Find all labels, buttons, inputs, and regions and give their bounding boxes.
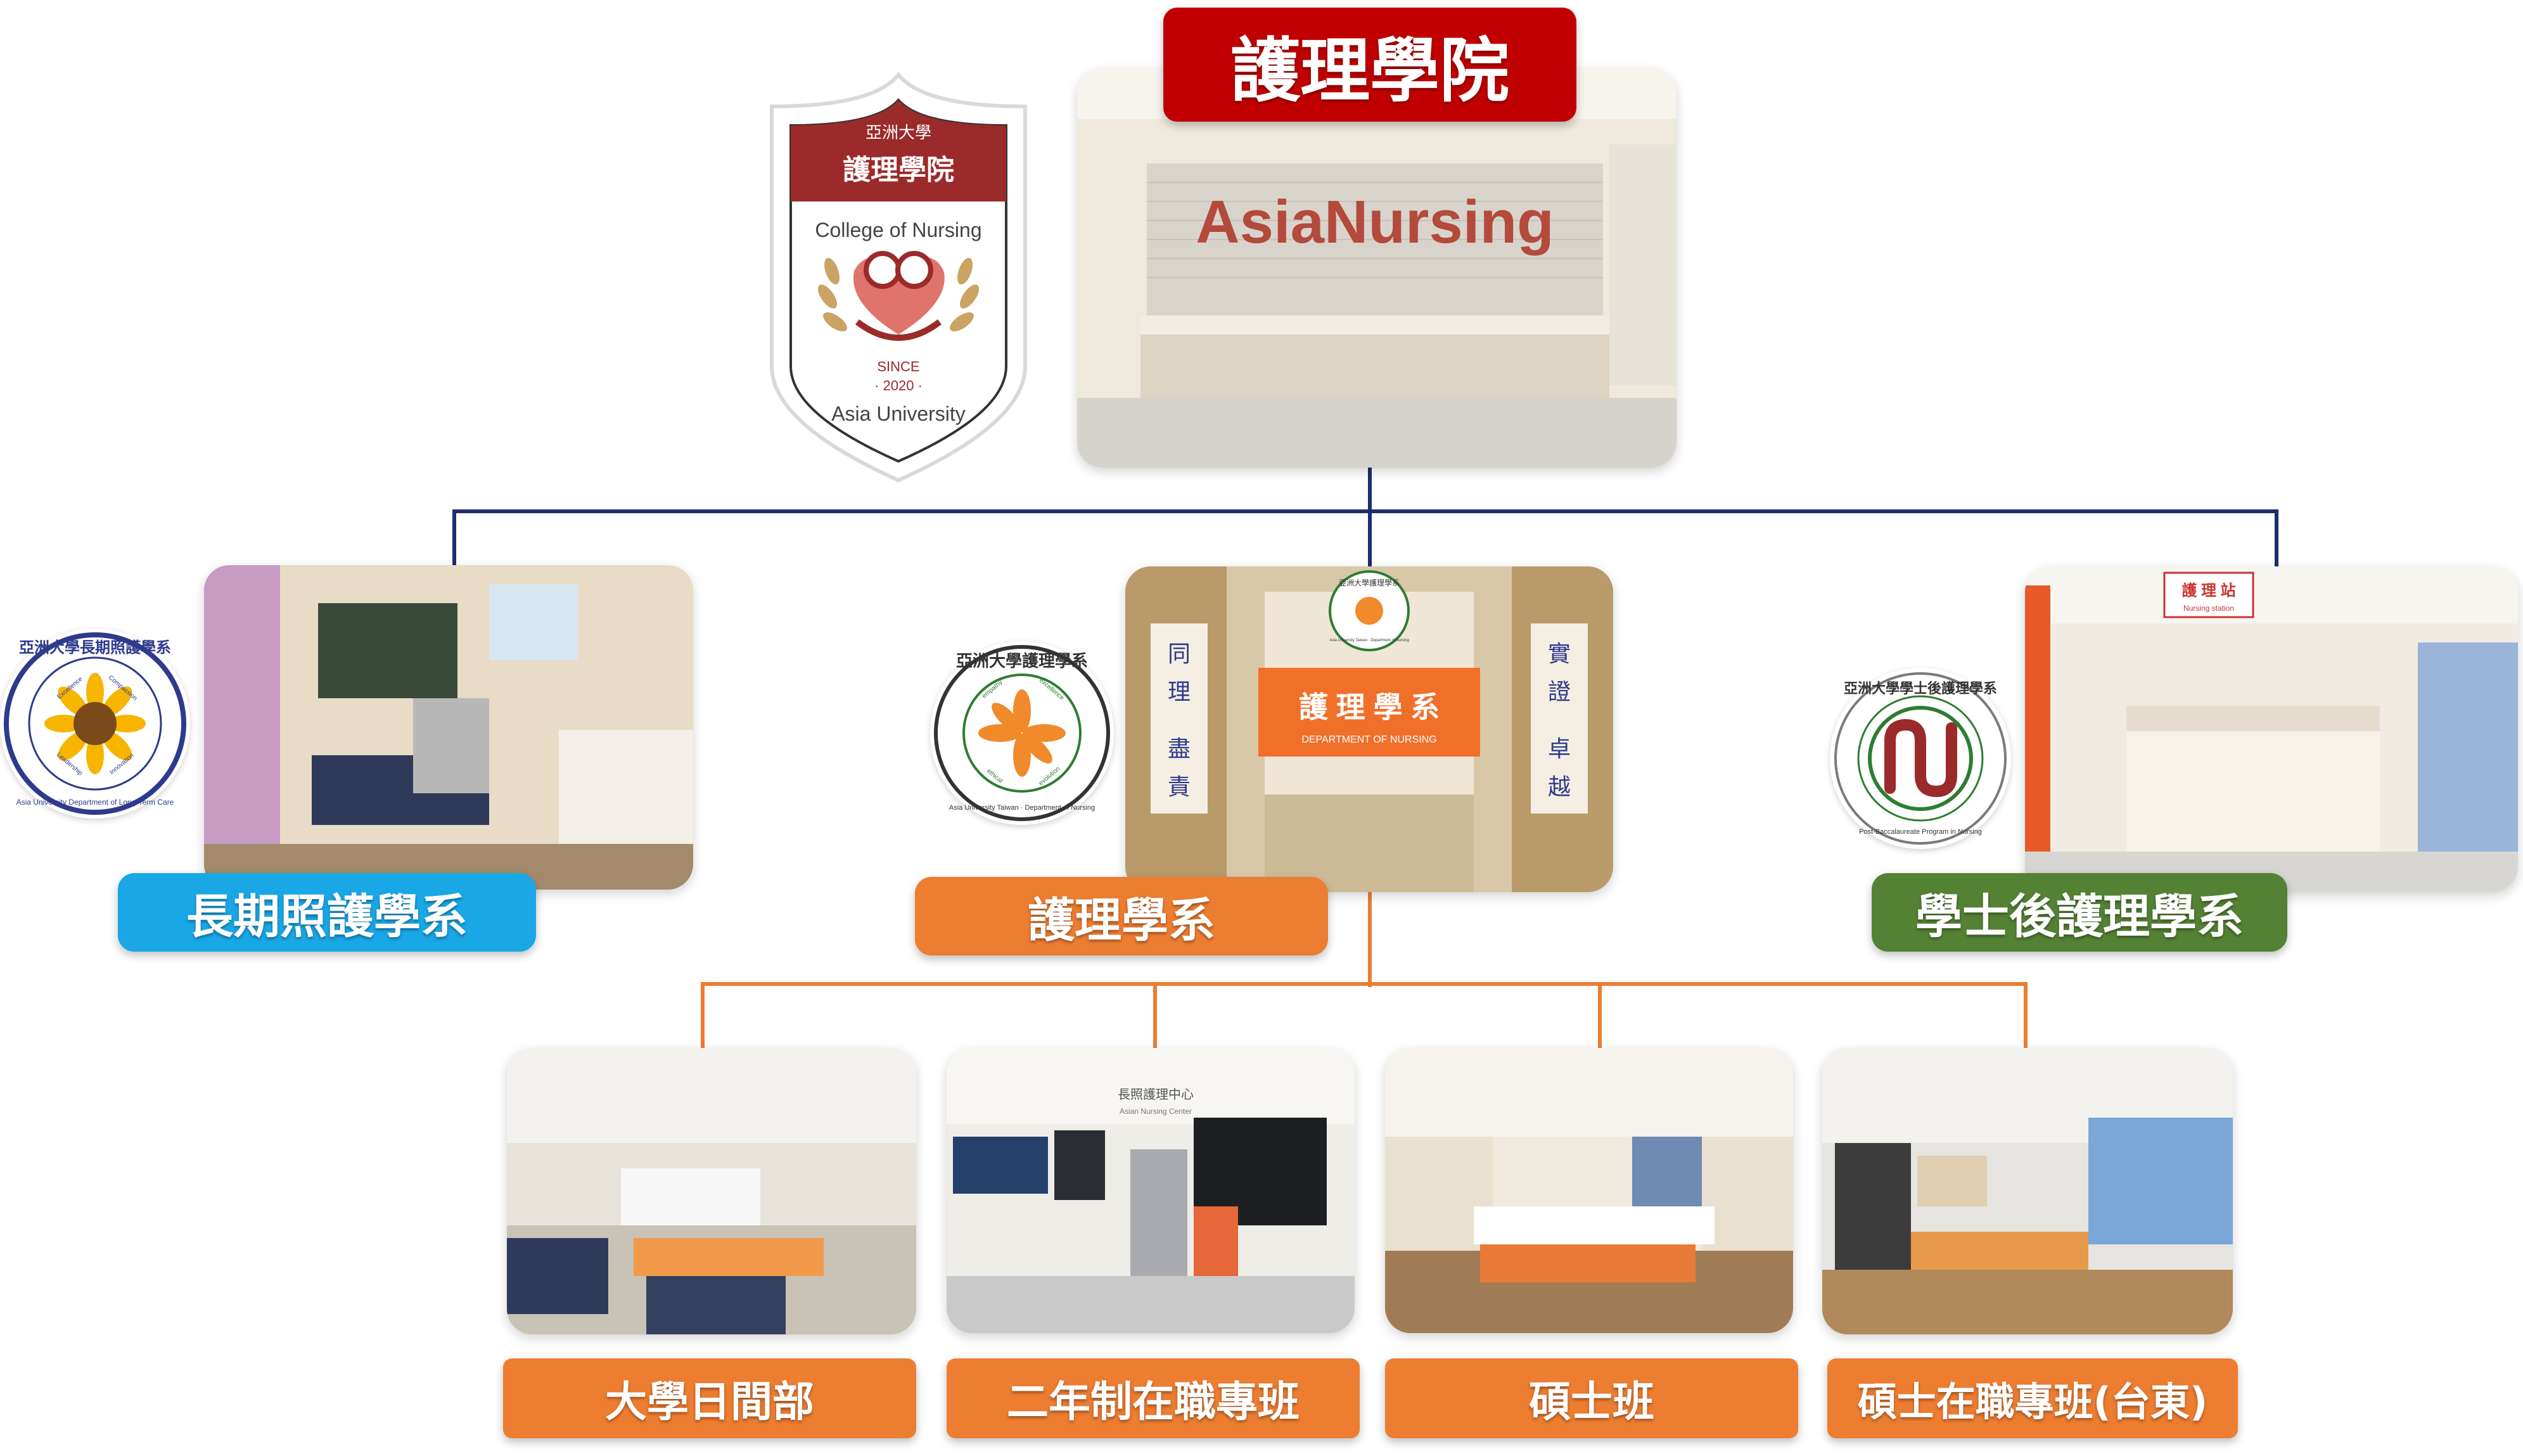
program-2-wall-en: Asian Nursing Center [1120, 1107, 1192, 1116]
pillar-right-1: 實 [1548, 641, 1571, 667]
college-badge: 亞洲大學 護理學院 College of Nursing SINCE · 202… [746, 68, 1051, 487]
dept-post-photo: 護 理 站 Nursing station [2025, 566, 2518, 892]
dept-ltc-photo [204, 565, 693, 890]
heart-emblem-icon [853, 251, 945, 341]
program-3-photo [1385, 1048, 1793, 1333]
connector-department-post [2275, 509, 2278, 566]
connector-program-bar [701, 982, 2028, 986]
dept-ltc-seal: 亞洲大學長期照護學系 Asia University Department of… [0, 629, 190, 819]
badge-year: · 2020 · [874, 378, 923, 393]
pillar-left-3: 盡 [1168, 736, 1191, 762]
program-3-label: 碩士班 [1385, 1358, 1798, 1438]
wall-seal-zh: 亞洲大學護理學系 [1339, 578, 1400, 587]
connector-program-4 [2024, 982, 2028, 1048]
wall-seal-en: Asia University Taiwan · Department of N… [1329, 639, 1409, 642]
pillar-right-4: 越 [1548, 774, 1571, 800]
program-1-label: 大學日間部 [503, 1358, 916, 1438]
badge-university-en: Asia University [831, 402, 966, 425]
program-2-photo: 長照護理中心 Asian Nursing Center [947, 1048, 1355, 1333]
station-sign-en: Nursing station [2183, 604, 2234, 613]
sunflower-icon [44, 673, 146, 774]
connector-department-bar [452, 509, 2278, 513]
college-title: 護理學院 [1163, 8, 1576, 122]
badge-college-zh: 護理學院 [843, 155, 954, 186]
post-seal-en: Post-Baccalaureate Program in Nursing [1859, 828, 1982, 836]
dept-nursing-photo: 護 理 學 系 DEPARTMENT OF NURSING 同 理 盡 責 實 … [1125, 566, 1613, 892]
dept-ltc-label: 長期照護學系 [118, 873, 536, 952]
nursing-sign-zh: 護 理 學 系 [1299, 691, 1440, 724]
pillar-right-3: 卓 [1548, 736, 1571, 762]
n-emblem-icon [1868, 706, 1973, 811]
connector-college-trunk [1368, 468, 1372, 518]
connector-program-2 [1153, 982, 1157, 1048]
program-2-label: 二年制在職專班 [947, 1358, 1360, 1438]
nursing-seal-en: Asia University Taiwan · Department of N… [949, 804, 1095, 812]
college-photo: AsiaNursing [1077, 68, 1677, 468]
connector-nursing-trunk [1368, 892, 1372, 987]
dept-nursing-seal: 亞洲大學護理學系 Asia University Taiwan · Depart… [930, 641, 1114, 825]
pillar-right-2: 證 [1548, 679, 1571, 705]
connector-program-1 [701, 982, 705, 1048]
post-seal-zh: 亞洲大學學士後護理學系 [1844, 680, 1997, 696]
program-4-label: 碩士在職專班(台東) [1827, 1358, 2238, 1438]
program-2-wall-zh: 長照護理中心 [1118, 1087, 1194, 1102]
program-1-photo [507, 1048, 916, 1334]
ltc-seal-zh: 亞洲大學長期照護學系 [19, 639, 171, 656]
station-sign-zh: 護 理 站 [2181, 582, 2235, 599]
nursing-seal-zh: 亞洲大學護理學系 [956, 651, 1088, 670]
dept-post-label: 學士後護理學系 [1872, 873, 2287, 952]
badge-university-zh: 亞洲大學 [865, 123, 931, 142]
pillar-left-1: 同 [1168, 641, 1191, 667]
pillar-left-2: 理 [1168, 679, 1191, 705]
wall-seal: 亞洲大學護理學系 Asia University Taiwan · Depart… [1329, 570, 1410, 651]
college-wall-text: AsiaNursing [1196, 188, 1554, 256]
connector-department-nursing [1368, 509, 1372, 566]
ltc-seal-en: Asia University Department of Long-Term … [16, 798, 174, 807]
badge-college-en: College of Nursing [815, 219, 981, 241]
pillar-left-4: 責 [1168, 774, 1191, 800]
badge-since: SINCE [877, 359, 919, 374]
nursing-sign-en: DEPARTMENT OF NURSING [1301, 734, 1436, 745]
lily-icon [978, 689, 1066, 777]
laurel-wreath-icon [817, 258, 980, 332]
program-4-photo [1822, 1048, 2233, 1334]
connector-program-3 [1598, 982, 1602, 1048]
dept-nursing-label: 護理學系 [915, 877, 1328, 955]
dept-post-seal: 亞洲大學學士後護理學系 Post-Baccalaureate Program i… [1830, 668, 2011, 849]
connector-department-ltc [452, 509, 456, 566]
